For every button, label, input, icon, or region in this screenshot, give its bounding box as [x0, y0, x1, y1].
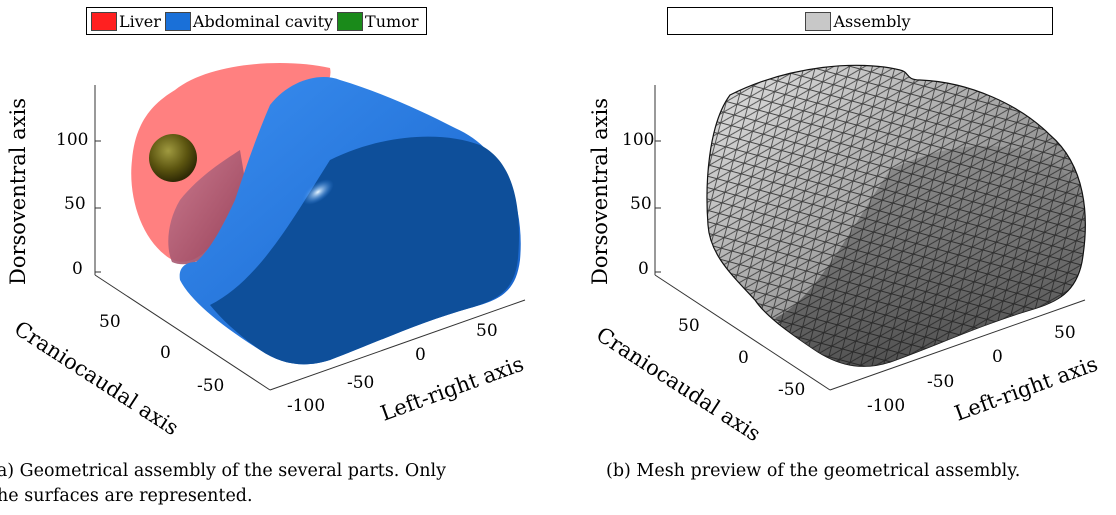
z-tick-a-0: 0: [72, 259, 83, 279]
caption-b: (b) Mesh preview of the geometrical asse…: [606, 461, 1021, 481]
z-axis-label-a: Dorsoventral axis: [6, 97, 30, 285]
abdominal-cavity-swatch: [164, 11, 191, 31]
z-tick-a-50: 50: [64, 194, 86, 214]
x-tick-a-0: 0: [415, 345, 426, 365]
x-tick-b-minus50: -50: [927, 372, 955, 392]
y-tick-b-minus50: -50: [778, 380, 806, 400]
x-axis-line: [269, 299, 526, 391]
y-tick-a-0: 0: [160, 343, 171, 363]
figure-a: Liver Abdominal cavity Tumor Dorsoventra…: [0, 7, 527, 506]
z-axis-label-b: Dorsoventral axis: [588, 97, 612, 285]
y-axis-line: [94, 274, 271, 391]
x-tick-b-0: 0: [992, 347, 1003, 367]
axes-frame: [94, 85, 526, 391]
y-tick-a-50: 50: [99, 312, 121, 332]
legend-label-liver: Liver: [119, 11, 161, 31]
y-tick-b-0: 0: [738, 348, 749, 368]
abdominal-cavity-front-face: [210, 136, 520, 365]
legend-a: Liver Abdominal cavity Tumor: [86, 7, 428, 35]
figure-b-render: [654, 64, 1086, 391]
caption-a-line1: (a) Geometrical assembly of the several …: [0, 461, 447, 481]
z-tick-b-50: 50: [630, 194, 652, 214]
x-tick-a-minus100: -100: [287, 396, 326, 416]
legend-label-assembly: Assembly: [833, 11, 911, 31]
specular-highlight: [302, 179, 334, 205]
assembly-swatch: [805, 11, 832, 31]
figure-b: Assembly Dorsoventral axis 100 50 0 50 0…: [560, 0, 1116, 515]
x-tick-b-minus100: -100: [867, 396, 906, 416]
y-tick-a-minus50: -50: [197, 376, 225, 396]
legend-b: Assembly: [667, 7, 1053, 35]
legend-label-abdominal-cavity: Abdominal cavity: [192, 11, 334, 31]
legend-entry-assembly: Assembly: [805, 11, 911, 31]
figure-a-render: [94, 63, 526, 391]
y-tick-b-50: 50: [678, 316, 700, 336]
x-axis-line-b: [829, 299, 1086, 391]
x-tick-b-50: 50: [1054, 323, 1076, 343]
x-tick-a-50: 50: [476, 321, 498, 341]
legend-entry-tumor: Tumor: [337, 11, 419, 31]
caption-a-line2: the surfaces are represented.: [0, 486, 253, 506]
axes-frame-b: [654, 85, 1086, 391]
y-axis-line-b: [654, 274, 831, 391]
legend-label-tumor: Tumor: [365, 11, 419, 31]
tumor-swatch: [337, 11, 364, 31]
z-tick-a-100: 100: [56, 130, 89, 150]
z-tick-b-100: 100: [622, 130, 655, 150]
tumor-sphere: [149, 134, 197, 182]
x-tick-a-minus50: -50: [347, 373, 375, 393]
liver-inner-surface: [168, 150, 245, 265]
legend-entry-liver: Liver: [91, 11, 161, 31]
z-tick-b-0: 0: [638, 259, 649, 279]
mesh-wireframe: [707, 65, 1086, 367]
legend-entry-abdominal-cavity: Abdominal cavity: [164, 11, 334, 31]
liver-swatch: [91, 11, 117, 31]
